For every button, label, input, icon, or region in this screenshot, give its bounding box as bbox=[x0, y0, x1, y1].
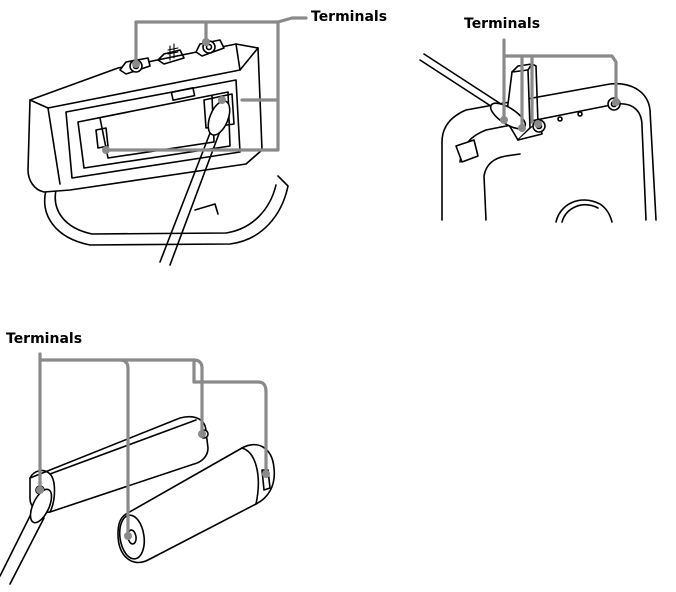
terminals-label-bottom-left: Terminals bbox=[6, 331, 83, 347]
leader-lines-top-left bbox=[102, 16, 308, 154]
battery-case-drawing bbox=[27, 39, 289, 266]
player-body-drawing bbox=[419, 53, 657, 223]
leader-lines-bottom-left bbox=[36, 352, 270, 540]
leader-lines-top-right bbox=[500, 38, 620, 132]
terminals-label-top-left: Terminals bbox=[311, 9, 388, 25]
terminals-label-top-right: Terminals bbox=[464, 16, 541, 32]
